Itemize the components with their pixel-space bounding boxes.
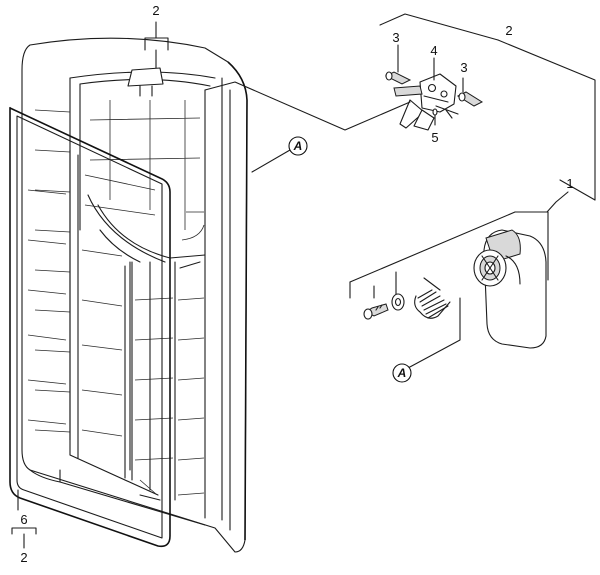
washer xyxy=(391,271,405,311)
hinge-body xyxy=(473,229,547,349)
screw-left xyxy=(384,44,412,85)
handle-clip xyxy=(393,73,459,131)
leader-callout-hinge xyxy=(407,297,461,369)
leader-clip-bottom xyxy=(432,108,438,126)
label-ref-bottom: 2 xyxy=(20,550,27,565)
door-panel xyxy=(21,37,248,553)
hinge-screw xyxy=(363,285,389,320)
label-clip-top: 4 xyxy=(430,43,437,58)
callout-ring-door xyxy=(288,136,308,156)
callout-door-detail: A xyxy=(293,139,303,153)
label-screw-right: 3 xyxy=(460,60,467,75)
hinge-assembly-bracket xyxy=(349,191,569,299)
label-ref-top-right: 2 xyxy=(505,23,512,38)
label-ref-top-left: 2 xyxy=(152,3,159,18)
label-screw-left: 3 xyxy=(392,30,399,45)
label-clip-bottom: 5 xyxy=(431,130,438,145)
callout-ring-hinge xyxy=(392,363,412,383)
ref-bracket-top-left xyxy=(144,21,169,69)
screw-right xyxy=(456,77,484,107)
door-gasket xyxy=(9,106,171,548)
label-hinge-assembly: 1 xyxy=(566,176,573,191)
label-gasket: 6 xyxy=(20,512,27,527)
leader-callout-door xyxy=(251,149,291,173)
spring xyxy=(414,277,451,319)
callout-hinge-detail: A xyxy=(397,366,407,380)
ref-bracket-bottom-left xyxy=(11,489,37,549)
top-right-assembly-bracket xyxy=(204,13,596,201)
